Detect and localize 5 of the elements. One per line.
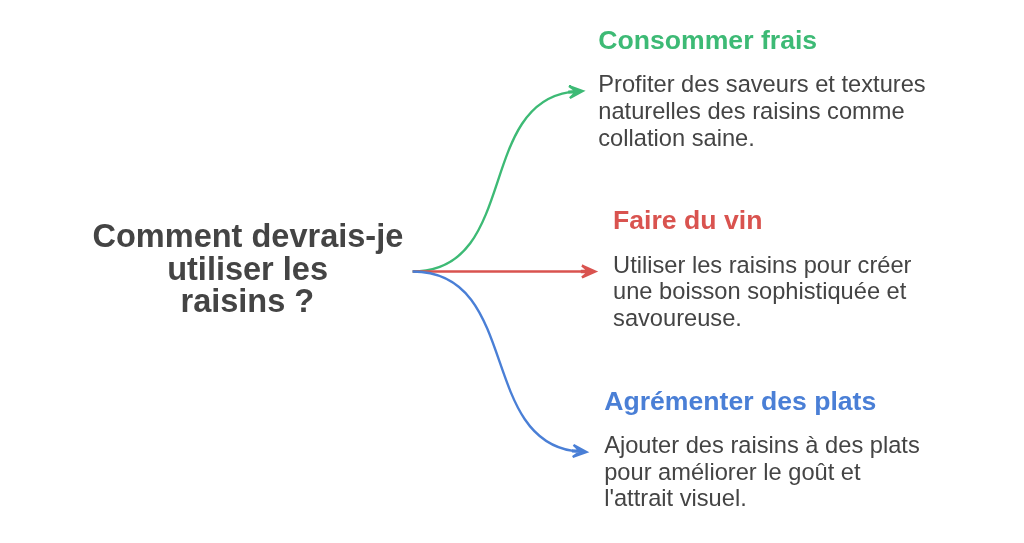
node-text: Faire du vin Utiliser les raisins pour créer une boisson sophistiquée et savoureuse. (612, 205, 911, 331)
arrow (412, 270, 588, 459)
node-text: Comment devrais-je utiliser les raisins ? (91, 218, 403, 320)
node-text: Agrémenter des plats Ajouter des raisins à des plats pour améliorer le goût et l'attrait visuel. (603, 385, 920, 512)
node-text: Consommer frais Profiter des saveurs et textures naturelles des raisins comme collation saine. (597, 24, 926, 151)
